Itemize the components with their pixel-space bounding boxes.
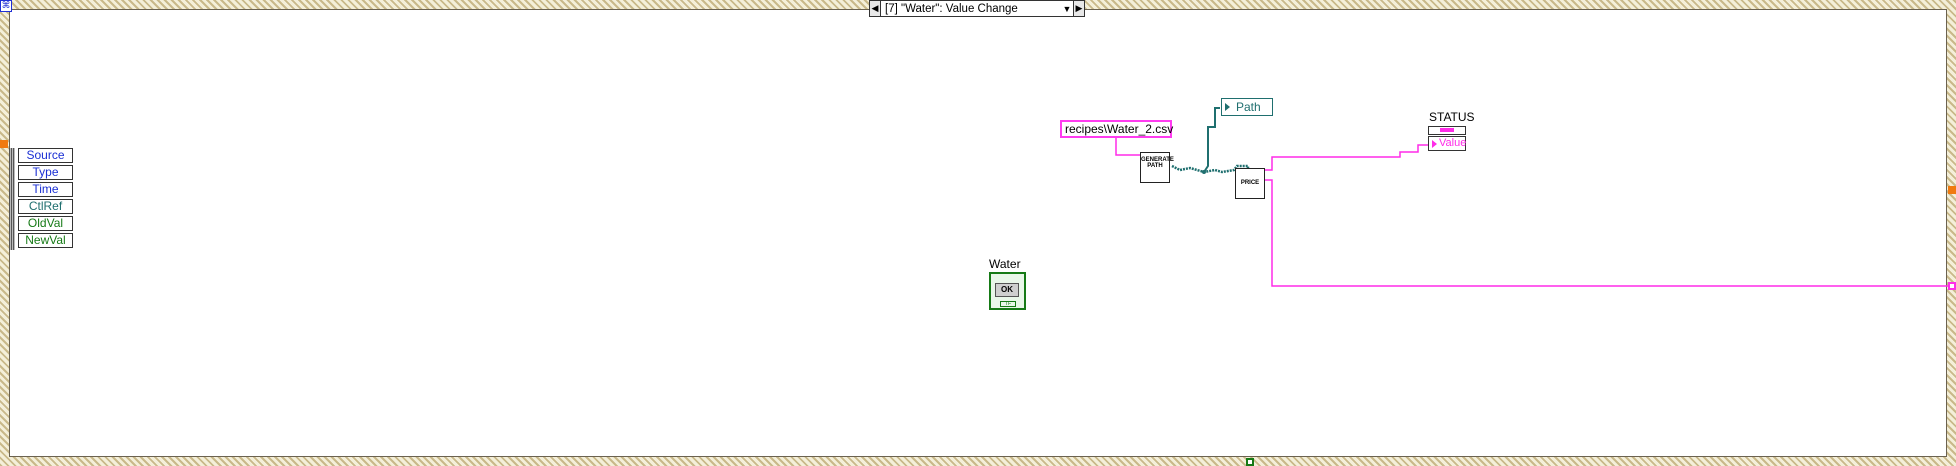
event-data-source[interactable]: Source <box>18 148 73 163</box>
water-label: Water <box>989 257 1021 271</box>
status-label: STATUS <box>1429 110 1475 124</box>
path-wire-indicator <box>1203 107 1220 173</box>
status-property-node[interactable]: Value <box>1428 126 1468 153</box>
previous-case-arrow-icon[interactable]: ◀ <box>870 1 881 16</box>
string-constant[interactable]: recipes\Water_2.csv <box>1060 120 1173 138</box>
next-case-arrow-icon[interactable]: ▶ <box>1073 1 1084 16</box>
event-data-time[interactable]: Time <box>18 182 73 197</box>
chevron-down-icon[interactable]: ▼ <box>1062 3 1072 14</box>
bottom-tunnel[interactable] <box>1246 458 1254 466</box>
generate-path-label: GENERATE PATH <box>1141 157 1174 169</box>
write-terminal-icon <box>1432 140 1437 148</box>
right-tunnel-top[interactable] <box>1948 186 1956 194</box>
string-wire-constant <box>1115 138 1140 156</box>
wire-junction <box>1202 170 1206 174</box>
event-data-type[interactable]: Type <box>18 165 73 180</box>
event-case-selector[interactable]: ◀ [7] "Water": Value Change ▼ ▶ <box>869 0 1085 17</box>
event-data-ctlref[interactable]: CtlRef <box>18 199 73 214</box>
price-label: PRICE <box>1240 180 1260 186</box>
event-data-node-bar <box>9 148 15 250</box>
status-value-label: Value <box>1439 137 1467 149</box>
status-node-type-icon <box>1440 128 1454 132</box>
right-tunnel-string[interactable] <box>1948 282 1956 290</box>
path-wire-generate <box>1171 164 1260 174</box>
event-case-label: [7] "Water": Value Change <box>885 2 1018 15</box>
event-data-oldval[interactable]: OldVal <box>18 216 73 231</box>
structure-icon[interactable]: ⌘ <box>0 0 12 12</box>
price-subvi[interactable]: PRICE <box>1235 168 1265 199</box>
event-structure-diagram <box>9 9 1947 457</box>
path-terminal-icon <box>1225 103 1230 111</box>
string-wire-tunnel <box>1265 179 1948 287</box>
generate-path-subvi[interactable]: GENERATE PATH <box>1140 152 1174 183</box>
event-data-newval[interactable]: NewVal <box>18 233 73 248</box>
left-tunnel[interactable] <box>0 140 8 148</box>
path-indicator[interactable]: Path <box>1221 98 1273 116</box>
boolean-type-icon: TF <box>1000 301 1016 307</box>
string-wire-status <box>1265 144 1430 171</box>
water-button-terminal[interactable]: OK TF <box>989 272 1026 310</box>
status-value-property[interactable]: Value <box>1428 136 1466 151</box>
ok-button-icon: OK <box>995 283 1019 297</box>
path-indicator-label: Path <box>1236 100 1261 114</box>
